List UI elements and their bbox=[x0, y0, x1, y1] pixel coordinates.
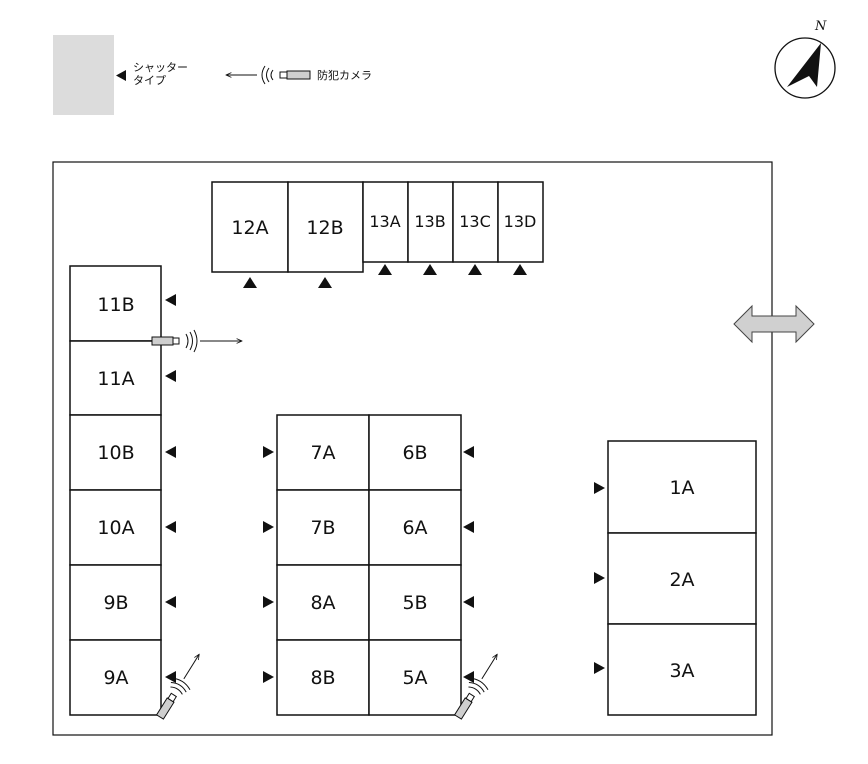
unit-8B[interactable] bbox=[276, 639, 370, 716]
unit-7A[interactable] bbox=[276, 414, 370, 491]
shutter-door-icon-8A bbox=[263, 596, 274, 608]
unit-label-7A: 7A bbox=[310, 442, 335, 464]
unit-3A[interactable] bbox=[607, 623, 757, 716]
compass-needle-icon bbox=[787, 43, 821, 87]
shutter-door-icon-10B bbox=[165, 446, 176, 458]
unit-label-10B: 10B bbox=[97, 442, 134, 464]
shutter-door-icon-13D bbox=[513, 264, 527, 275]
unit-label-9B: 9B bbox=[103, 592, 128, 614]
unit-5A[interactable] bbox=[368, 639, 462, 716]
unit-label-13A: 13A bbox=[369, 212, 400, 231]
unit-9B[interactable] bbox=[69, 564, 162, 641]
unit-label-5B: 5B bbox=[402, 592, 427, 614]
unit-label-7B: 7B bbox=[310, 517, 335, 539]
shutter-door-icon-10A bbox=[165, 521, 176, 533]
unit-label-11A: 11A bbox=[97, 368, 134, 390]
building-block-9-11: 11B 11A 10B 10A 9B 9A bbox=[69, 265, 176, 716]
shutter-door-icon-1A bbox=[594, 482, 605, 494]
unit-label-10A: 10A bbox=[97, 517, 134, 539]
unit-11A[interactable] bbox=[69, 340, 162, 416]
shutter-door-icon-7B bbox=[263, 521, 274, 533]
shutter-door-icon-11A bbox=[165, 370, 176, 382]
security-camera-icon-5A bbox=[453, 648, 507, 720]
unit-6B[interactable] bbox=[368, 414, 462, 491]
unit-2A[interactable] bbox=[607, 532, 757, 625]
unit-label-6A: 6A bbox=[402, 517, 427, 539]
shutter-door-icon-7A bbox=[263, 446, 274, 458]
building-block-1-3: 1A 2A 3A bbox=[594, 440, 757, 716]
unit-label-12A: 12A bbox=[231, 217, 268, 239]
shutter-type-label-line2: タイプ bbox=[133, 74, 166, 87]
unit-10A[interactable] bbox=[69, 489, 162, 566]
unit-11B[interactable] bbox=[69, 265, 162, 342]
unit-5B[interactable] bbox=[368, 564, 462, 641]
shutter-type-label-line1: シャッター bbox=[133, 61, 188, 74]
security-camera-label: 防犯カメラ bbox=[317, 68, 372, 82]
unit-label-6B: 6B bbox=[402, 442, 427, 464]
unit-13A[interactable] bbox=[362, 181, 409, 263]
shutter-door-icon-12A bbox=[243, 277, 257, 288]
shutter-door-icon bbox=[116, 70, 126, 81]
building-block-5-8: 7A 7B 8A 8B 6B 6A 5B 5A bbox=[263, 414, 474, 716]
shutter-door-icon-13A bbox=[378, 264, 392, 275]
unit-label-12B: 12B bbox=[306, 217, 343, 239]
unit-label-13C: 13C bbox=[459, 212, 491, 231]
shutter-type-swatch bbox=[53, 35, 114, 115]
unit-label-8A: 8A bbox=[310, 592, 335, 614]
shutter-door-icon-13B bbox=[423, 264, 437, 275]
shutter-door-icon-2A bbox=[594, 572, 605, 584]
unit-7B[interactable] bbox=[276, 489, 370, 566]
unit-13C[interactable] bbox=[452, 181, 499, 263]
security-camera-icon-9A bbox=[155, 648, 209, 720]
unit-13D[interactable] bbox=[497, 181, 544, 263]
unit-label-8B: 8B bbox=[310, 667, 335, 689]
shutter-door-icon-5B bbox=[463, 596, 474, 608]
unit-6A[interactable] bbox=[368, 489, 462, 566]
shutter-door-icon-3A bbox=[594, 662, 605, 674]
unit-label-1A: 1A bbox=[669, 477, 694, 499]
site-boundary bbox=[52, 161, 773, 736]
shutter-door-icon-6B bbox=[463, 446, 474, 458]
security-camera-legend-icon bbox=[226, 65, 311, 85]
shutter-door-icon-13C bbox=[468, 264, 482, 275]
unit-12B[interactable] bbox=[287, 181, 364, 273]
unit-9A[interactable] bbox=[69, 639, 162, 716]
shutter-door-icon-5A bbox=[463, 671, 474, 683]
unit-label-5A: 5A bbox=[402, 667, 427, 689]
shutter-door-icon-6A bbox=[463, 521, 474, 533]
unit-8A[interactable] bbox=[276, 564, 370, 641]
unit-label-9A: 9A bbox=[103, 667, 128, 689]
unit-10B[interactable] bbox=[69, 414, 162, 491]
unit-label-13D: 13D bbox=[504, 212, 537, 231]
security-camera-icon-11 bbox=[151, 329, 242, 353]
shutter-door-icon-12B bbox=[318, 277, 332, 288]
unit-1A[interactable] bbox=[607, 440, 757, 534]
unit-label-2A: 2A bbox=[669, 569, 694, 591]
unit-label-11B: 11B bbox=[97, 294, 134, 316]
entrance-double-arrow-icon bbox=[733, 304, 815, 344]
compass-north-label: N bbox=[814, 19, 827, 34]
shutter-door-icon-9A bbox=[165, 671, 176, 683]
shutter-door-icon-9B bbox=[165, 596, 176, 608]
unit-label-13B: 13B bbox=[414, 212, 445, 231]
unit-label-3A: 3A bbox=[669, 660, 694, 682]
building-block-12-13: 12A 12B 13A 13B 13C 13D bbox=[211, 181, 544, 288]
shutter-door-icon-8B bbox=[263, 671, 274, 683]
north-compass: N bbox=[774, 19, 836, 99]
shutter-door-icon-11B bbox=[165, 294, 176, 306]
legend: シャッター タイプ 防犯カメラ bbox=[53, 35, 372, 115]
